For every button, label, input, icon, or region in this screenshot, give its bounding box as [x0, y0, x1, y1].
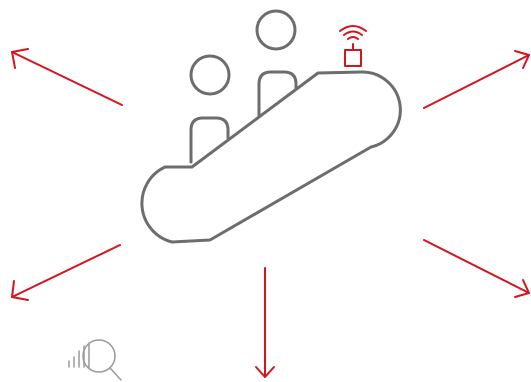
- signal-wave-3: [340, 26, 366, 31]
- sensor-box: [345, 50, 361, 66]
- magnifier-lens: [83, 340, 115, 372]
- wireless-sensor-icon: [340, 26, 366, 66]
- passenger-upper-head: [257, 11, 295, 49]
- arrow-down-left: [12, 245, 120, 300]
- magnifier-handle: [110, 368, 121, 380]
- signal-wave-2: [344, 32, 362, 36]
- signal-wave-1: [348, 37, 358, 39]
- arrow-down-right: [424, 240, 529, 297]
- escalator-icon: [142, 11, 400, 242]
- arrow-down: [256, 268, 274, 377]
- arrow-up-left: [12, 49, 122, 105]
- magnifier-bar-chart-icon: [69, 340, 121, 380]
- arrow-up-right: [424, 51, 529, 108]
- escalator-outline: [142, 72, 400, 242]
- passenger-lower-head: [191, 56, 229, 94]
